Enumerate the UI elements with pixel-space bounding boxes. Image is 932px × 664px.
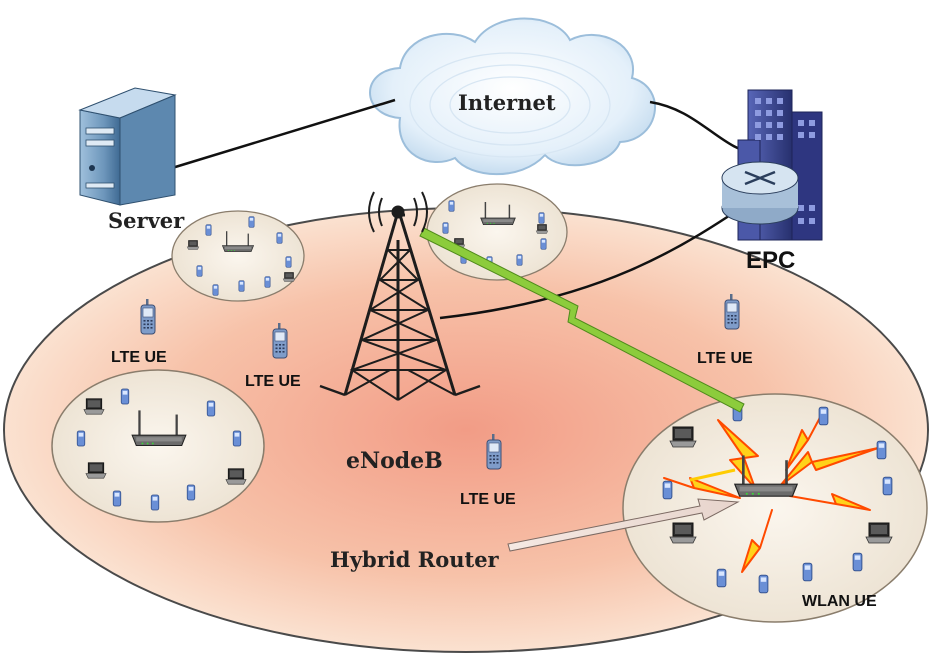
server-label: Server [108, 208, 185, 233]
laptop-icon [865, 522, 893, 544]
epc-label: EPC [746, 247, 795, 274]
wlan-hotspot-right [622, 393, 928, 623]
lte-ue-label-3: LTE UE [697, 350, 753, 367]
server-tower-icon [78, 87, 177, 206]
laptop-icon [282, 272, 296, 282]
laptop-icon [669, 522, 697, 544]
cell-tower-icon [319, 191, 481, 401]
laptop-icon [83, 398, 105, 415]
lte-ue-label-2: LTE UE [245, 373, 301, 390]
laptop-icon [85, 462, 107, 479]
lte-radio-link [419, 227, 745, 413]
lte-ue-label-1: LTE UE [111, 349, 167, 366]
laptop-icon [669, 426, 697, 448]
internet-label: Internet [458, 90, 556, 115]
laptop-icon [535, 224, 549, 234]
laptop-icon [186, 240, 200, 250]
server-internet-link [171, 98, 396, 170]
epc-building-router-icon [721, 89, 823, 241]
laptop-icon [225, 468, 247, 485]
internet-cloud-icon [369, 17, 656, 176]
wlan-signal-bolts [663, 409, 879, 573]
lte-ue-label-4: LTE UE [460, 491, 516, 508]
wlan-hotspot-left [51, 369, 265, 523]
hybrid-router-label: Hybrid Router [330, 547, 500, 572]
wlan-ue-label: WLAN UE [802, 593, 877, 610]
wlan-hotspot-upper-left [171, 210, 305, 302]
enodeb-label: eNodeB [346, 448, 443, 474]
hybrid-router-pointer-arrow [507, 498, 740, 552]
